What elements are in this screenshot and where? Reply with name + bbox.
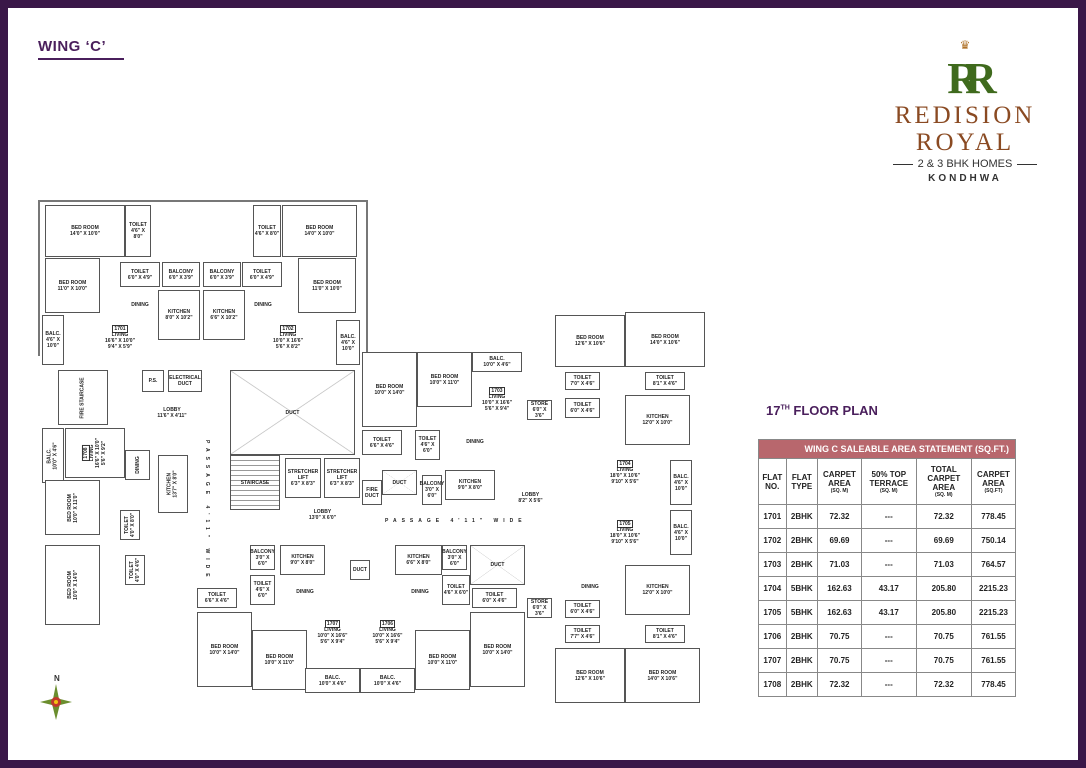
table-cell: --- bbox=[860, 624, 917, 649]
table-cell: 761.55 bbox=[971, 624, 1016, 649]
north-compass-icon: N bbox=[40, 674, 72, 720]
table-cell: 1702 bbox=[758, 528, 787, 553]
brand-name-line1: REDISION bbox=[894, 102, 1036, 129]
table-cell: 205.80 bbox=[915, 600, 973, 625]
location: KONDHWA bbox=[928, 173, 1002, 184]
table-cell: --- bbox=[860, 504, 917, 529]
table-cell: 71.03 bbox=[915, 552, 973, 577]
logo-monogram: RR bbox=[947, 54, 997, 103]
table-cell: 72.32 bbox=[915, 672, 973, 697]
header-unit: (SQ. M) bbox=[880, 487, 898, 494]
table-cell: 1701 bbox=[758, 504, 787, 529]
table-cell: 761.55 bbox=[971, 648, 1016, 673]
table-cell: 2BHK bbox=[785, 552, 819, 577]
table-cell: 1705 bbox=[758, 600, 787, 625]
table-cell: 2BHK bbox=[785, 504, 819, 529]
table-cell: 2215.23 bbox=[971, 600, 1016, 625]
table-cell: 70.75 bbox=[817, 624, 862, 649]
table-cell: 5BHK bbox=[785, 600, 819, 625]
table-cell: 750.14 bbox=[971, 528, 1016, 553]
table-caption: WING C SALEABLE AREA STATEMENT (SQ.FT.) bbox=[758, 439, 1016, 459]
table-cell: 72.32 bbox=[817, 504, 862, 529]
header-label: FLAT TYPE bbox=[791, 472, 813, 491]
wing-label: WING ‘C’ bbox=[38, 38, 107, 55]
table-cell: 43.17 bbox=[860, 576, 917, 601]
table-cell: 72.32 bbox=[915, 504, 973, 529]
area-statement-table: WING C SALEABLE AREA STATEMENT (SQ.FT.) … bbox=[758, 439, 1016, 697]
table-cell: 1707 bbox=[758, 648, 787, 673]
table-cell: 71.03 bbox=[817, 552, 862, 577]
table-cell: 764.57 bbox=[971, 552, 1016, 577]
table-cell: 43.17 bbox=[860, 600, 917, 625]
table-cell: --- bbox=[860, 552, 917, 577]
table-cell: --- bbox=[860, 648, 917, 673]
table-cell: --- bbox=[860, 672, 917, 697]
column-header: 50% TOP TERRACE(SQ. M) bbox=[860, 458, 917, 505]
floor-number: 17 bbox=[766, 403, 781, 418]
floor-title-text: FLOOR PLAN bbox=[789, 403, 878, 418]
table-cell: 2BHK bbox=[785, 624, 819, 649]
floor-plan-title: 17TH FLOOR PLAN bbox=[766, 403, 878, 418]
table-cell: 162.63 bbox=[817, 576, 862, 601]
table-cell: 1703 bbox=[758, 552, 787, 577]
header-label: CARPET AREA bbox=[823, 469, 856, 488]
header-label: FLAT NO. bbox=[762, 472, 783, 491]
brand-logo: ♛ RR REDISION ROYAL 2 & 3 BHK HOMES KOND… bbox=[885, 38, 1045, 184]
table-cell: 72.32 bbox=[817, 672, 862, 697]
column-header: CARPET AREA(SQ. M) bbox=[817, 458, 862, 505]
table-cell: 69.69 bbox=[915, 528, 973, 553]
tagline-text: 2 & 3 BHK HOMES bbox=[917, 158, 1013, 170]
table-cell: 2215.23 bbox=[971, 576, 1016, 601]
header-label: 50% TOP TERRACE bbox=[869, 469, 909, 488]
table-cell: 5BHK bbox=[785, 576, 819, 601]
header-unit: (SQ.FT) bbox=[984, 487, 1003, 494]
north-label: N bbox=[54, 674, 60, 683]
table-cell: 70.75 bbox=[915, 624, 973, 649]
column-header: FLAT TYPE bbox=[785, 458, 819, 505]
table-cell: 162.63 bbox=[817, 600, 862, 625]
column-header: CARPET AREA(SQ.FT) bbox=[971, 458, 1016, 505]
column-header: TOTAL CARPET AREA(SQ. M) bbox=[915, 458, 973, 505]
table-cell: 1708 bbox=[758, 672, 787, 697]
table-cell: 70.75 bbox=[915, 648, 973, 673]
table-cell: 778.45 bbox=[971, 504, 1016, 529]
crown-icon: ♛ bbox=[959, 38, 971, 52]
table-cell: 2BHK bbox=[785, 648, 819, 673]
header-unit: (SQ. M) bbox=[935, 492, 953, 498]
table-cell: 778.45 bbox=[971, 672, 1016, 697]
tagline: 2 & 3 BHK HOMES bbox=[885, 158, 1045, 170]
floor-suffix: TH bbox=[780, 404, 790, 412]
header-label: TOTAL CARPET AREA bbox=[927, 465, 961, 492]
table-cell: 70.75 bbox=[817, 648, 862, 673]
table-cell: 2BHK bbox=[785, 672, 819, 697]
column-header: FLAT NO. bbox=[758, 458, 787, 505]
table-cell: 1704 bbox=[758, 576, 787, 601]
table-cell: 1706 bbox=[758, 624, 787, 649]
table-cell: --- bbox=[860, 528, 917, 553]
header-label: CARPET AREA bbox=[977, 469, 1010, 488]
table-cell: 2BHK bbox=[785, 528, 819, 553]
table-cell: 205.80 bbox=[915, 576, 973, 601]
table-cell: 69.69 bbox=[817, 528, 862, 553]
brand-name-line2: ROYAL bbox=[915, 129, 1015, 156]
header-unit: (SQ. M) bbox=[830, 487, 849, 494]
wing-underline bbox=[38, 58, 124, 60]
